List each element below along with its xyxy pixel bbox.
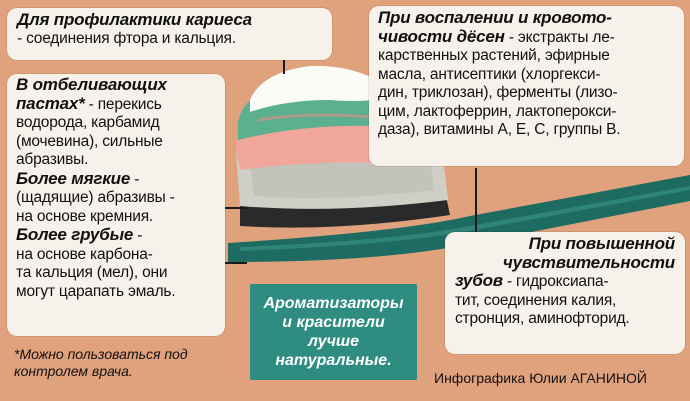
gums-line: цим, лактоферрин, лактоперокси-: [378, 102, 617, 120]
caries-text: - соединения фтора и кальция.: [17, 29, 236, 47]
flavoring-line: натуральные.: [275, 352, 392, 369]
flavoring-line: лучше: [307, 333, 360, 350]
whitening-callout: В отбеливающих пастах* - перекись водоро…: [7, 74, 225, 336]
brush-handle: [228, 175, 690, 262]
footnote-line: контролем врача.: [14, 363, 133, 379]
whitening-line: водорода, карбамид: [16, 114, 160, 131]
sensitivity-heading-3: зубов: [455, 271, 503, 290]
leader-line-rough: [225, 262, 247, 264]
caries-heading: Для профилактики кариеса: [17, 10, 252, 29]
rough-line: на основе карбона-: [16, 245, 153, 263]
flavoring-line: Ароматизаторы: [263, 295, 404, 312]
flavoring-note: Ароматизаторы и красители лучше натураль…: [250, 284, 417, 380]
rough-text: -: [133, 227, 143, 244]
gums-line: карственных растений, эфирные: [378, 47, 610, 64]
gums-callout: При воспалении и кровото- чивости дёсен …: [369, 6, 684, 166]
soft-abrasives-heading: Более мягкие: [16, 168, 131, 188]
gums-heading-2: чивости дёсен: [378, 26, 505, 46]
soft-text: -: [130, 170, 140, 188]
whitening-line: (мочевина), сильные: [16, 132, 163, 150]
gums-heading: При воспалении и кровото-: [378, 8, 612, 27]
sensitivity-line: стронция, аминофторид.: [455, 310, 630, 327]
whitening-line: абразивы.: [16, 151, 89, 168]
flavoring-line: и красители: [282, 314, 385, 331]
infographic-credit: Инфографика Юлии АГАНИНОЙ: [434, 370, 647, 386]
leader-line-sensitive: [475, 168, 477, 232]
gums-line: даза), витамины А, Е, С, группы В.: [378, 121, 621, 138]
whitening-text: - перекись: [84, 95, 162, 113]
gums-text: - экстракты ле-: [504, 28, 615, 46]
caries-callout: Для профилактики кариеса - соединения фт…: [7, 8, 332, 60]
whitening-heading: В отбеливающих: [16, 75, 167, 94]
gums-line: масла, антисептики (хлоргекси-: [378, 65, 601, 83]
soft-line: на основе кремния.: [16, 207, 154, 225]
sensitivity-line: тит, соединения калия,: [455, 291, 617, 309]
footnote-line: *Можно пользоваться под: [14, 346, 188, 362]
sensitivity-heading-2: чувствительности: [502, 252, 675, 272]
gums-line: дин, триклозан), ферменты (лизо-: [378, 84, 618, 101]
rough-line: могут царапать эмаль.: [16, 282, 176, 300]
sensitivity-heading: При повышенной: [528, 234, 676, 253]
sensitivity-callout: При повышенной чувствительности зубов - …: [445, 232, 685, 354]
sensitivity-text: - гидроксиапа-: [502, 273, 609, 290]
leader-line-soft: [225, 207, 247, 209]
rough-abrasives-heading: Более грубые: [16, 225, 134, 244]
soft-line: (щадящие) абразивы -: [16, 189, 175, 206]
rough-line: та кальция (мел), они: [16, 264, 168, 281]
whitening-heading-2: пастах*: [16, 93, 85, 113]
footnote: *Можно пользоваться под контролем врача.: [14, 346, 188, 380]
paste-white: [250, 65, 395, 112]
